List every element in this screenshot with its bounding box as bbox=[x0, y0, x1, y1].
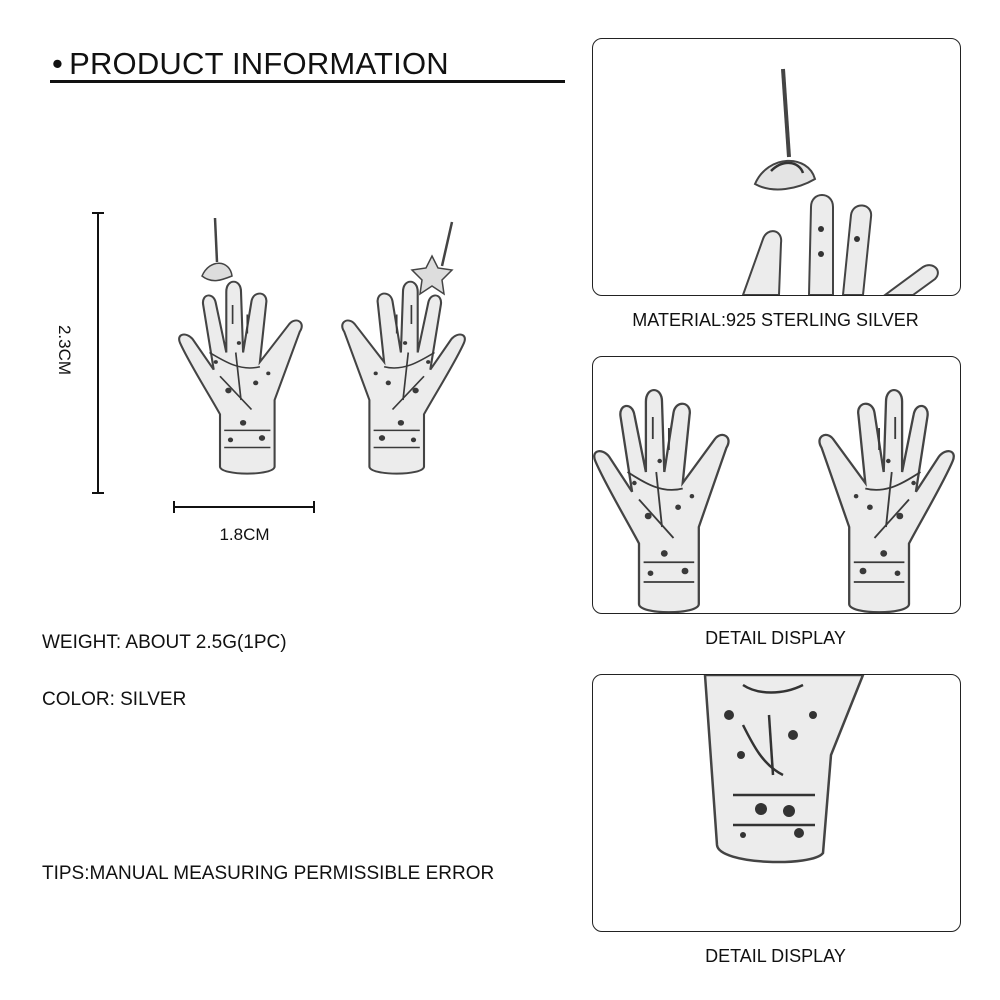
detail-display-caption-2: DETAIL DISPLAY bbox=[705, 946, 846, 966]
hands-detail-image bbox=[593, 388, 955, 613]
weight-spec: WEIGHT: ABOUT 2.5G(1PC) bbox=[42, 632, 287, 653]
detail-display-panel-1 bbox=[592, 356, 961, 614]
earrings-product-photo bbox=[178, 217, 466, 475]
width-dimension-cap-left bbox=[173, 501, 175, 513]
stud-closeup-image bbox=[741, 68, 939, 295]
color-spec: COLOR: SILVER bbox=[42, 689, 187, 710]
heading-title: PRODUCT INFORMATION bbox=[69, 46, 449, 81]
width-dimension-line bbox=[174, 506, 315, 508]
heading-bullet: • bbox=[52, 46, 64, 81]
material-detail-panel bbox=[592, 38, 961, 296]
height-dimension-line bbox=[97, 212, 99, 494]
heading-underline bbox=[50, 80, 565, 83]
detail-display-panel-2 bbox=[592, 674, 961, 932]
height-dimension-label: 2.3CM bbox=[55, 324, 74, 376]
height-dimension-cap-bottom bbox=[92, 492, 104, 494]
width-dimension-label: 1.8CM bbox=[219, 525, 270, 544]
material-caption: MATERIAL:925 STERLING SILVER bbox=[632, 310, 919, 330]
detail-display-caption-1: DETAIL DISPLAY bbox=[705, 628, 846, 648]
wrist-detail-image bbox=[703, 675, 865, 864]
width-dimension-cap-right bbox=[313, 501, 315, 513]
height-dimension-cap-top bbox=[92, 212, 104, 214]
section-heading: •PRODUCT INFORMATION bbox=[52, 46, 449, 82]
tips-spec: TIPS:MANUAL MEASURING PERMISSIBLE ERROR bbox=[42, 863, 495, 884]
